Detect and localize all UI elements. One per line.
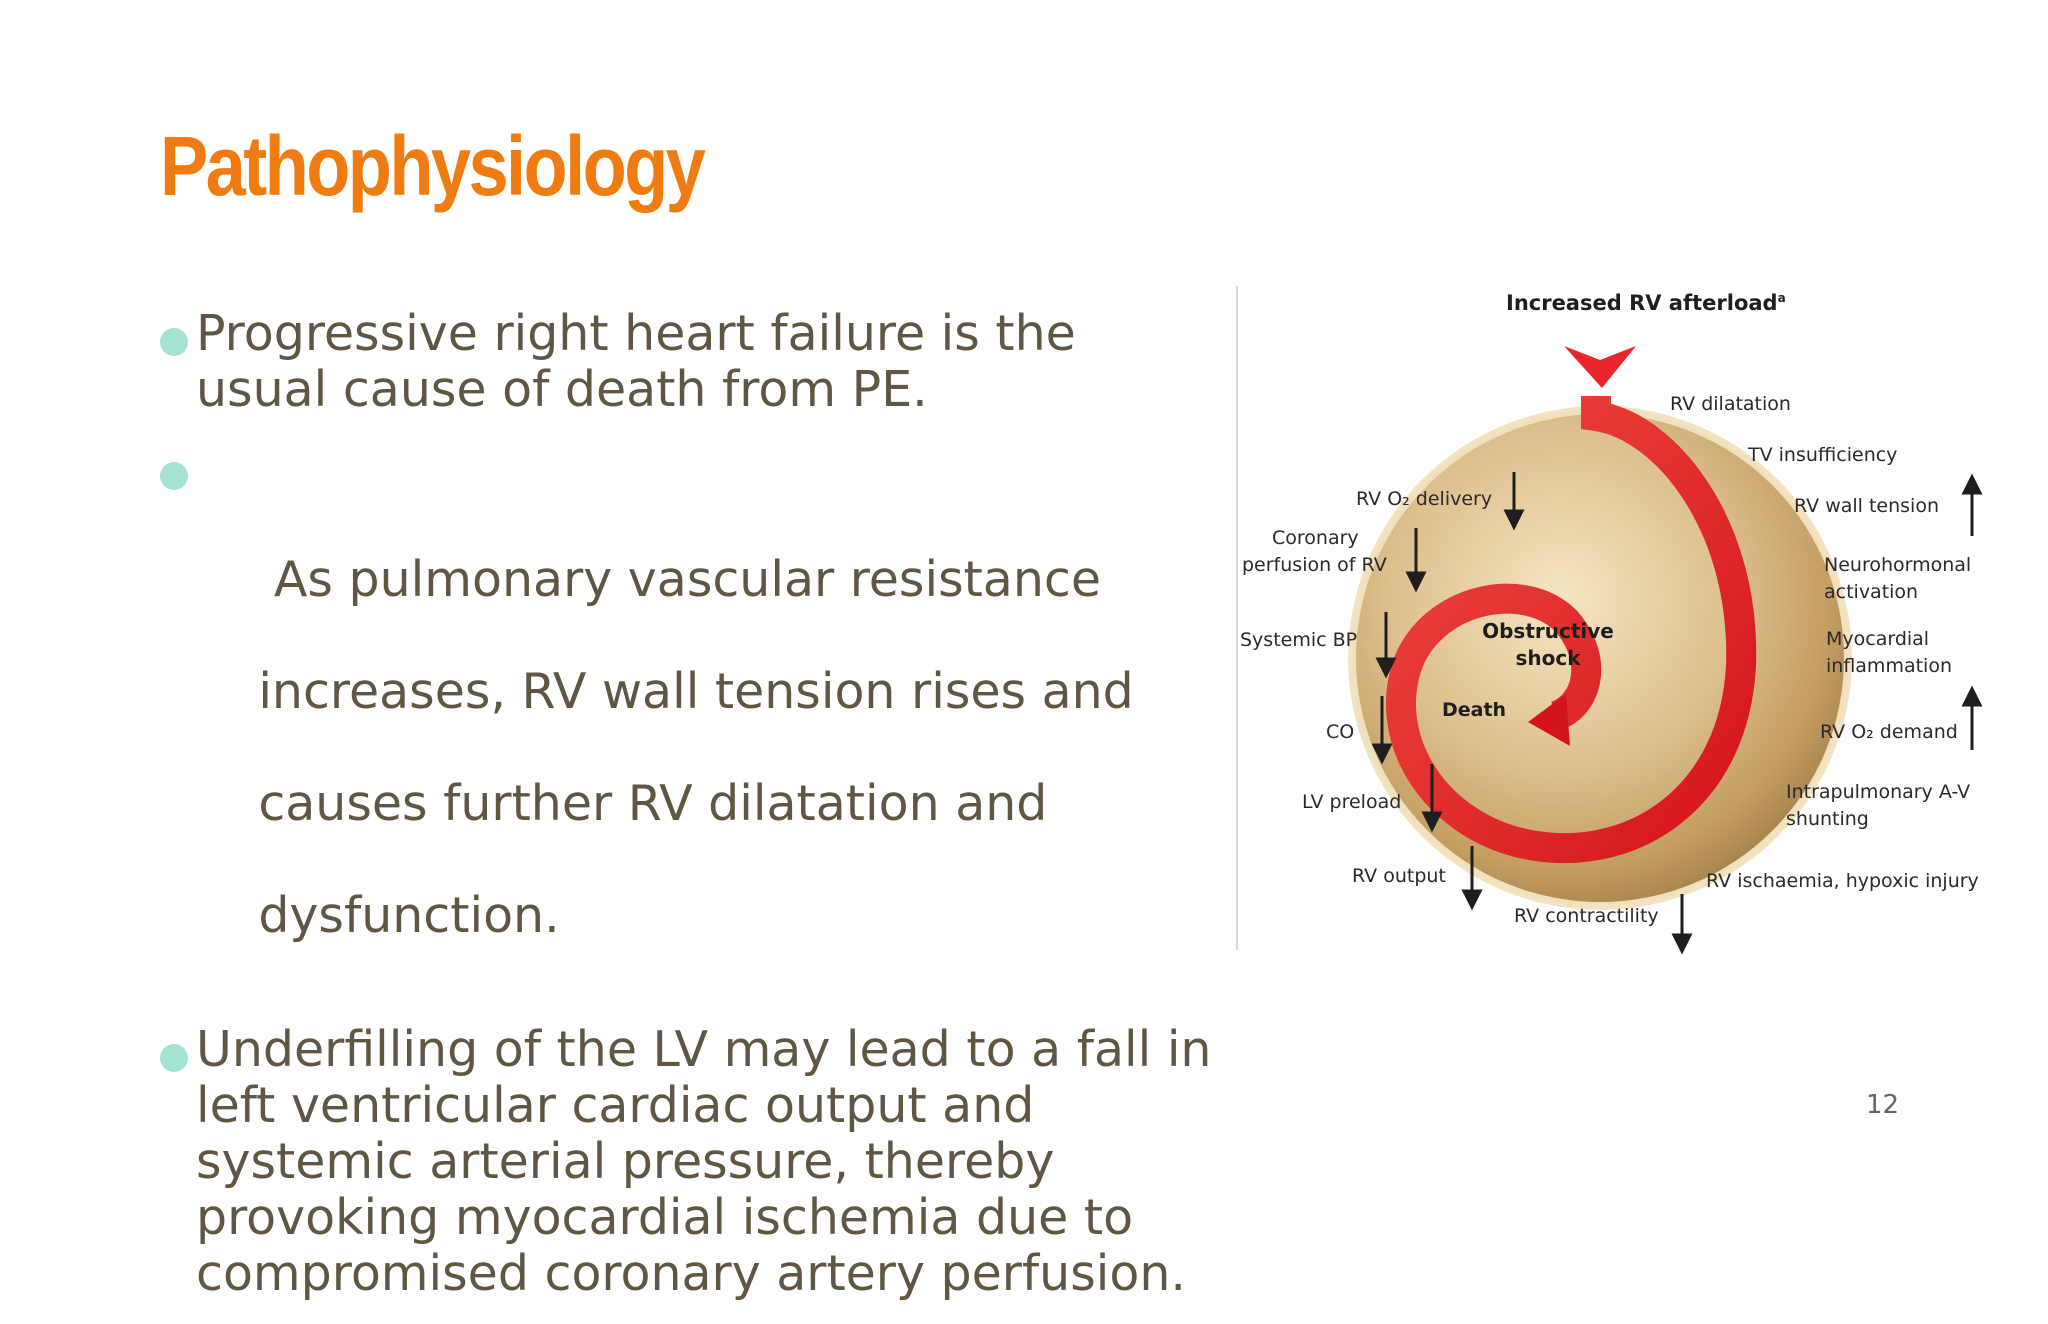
spiral-arrowhead-icon: [1528, 694, 1570, 746]
label-co: CO: [1326, 721, 1354, 743]
bullet-line: causes further RV dilatation and: [258, 775, 1048, 832]
bullet-line: As pulmonary vascular resistance: [258, 551, 1101, 608]
label-intrapulmonary-2: shunting: [1786, 808, 1869, 830]
rv-failure-spiral-diagram: Increased RV afterloada Obstructive shoc…: [1240, 291, 1983, 955]
center-label-line-1: Obstructive: [1482, 619, 1614, 643]
label-rv-o2-delivery: RV O₂ delivery: [1356, 488, 1492, 510]
label-systemic-bp: Systemic BP: [1240, 629, 1357, 651]
label-rv-ischaemia: RV ischaemia, hypoxic injury: [1706, 870, 1979, 892]
bullet-line: provoking myocardial ischemia due to: [196, 1189, 1134, 1246]
top-label-text: Increased RV afterload: [1506, 291, 1778, 315]
bullet-dot-icon: [160, 1044, 188, 1072]
bullet-line: usual cause of death from PE.: [196, 361, 928, 418]
label-rv-output: RV output: [1352, 865, 1446, 887]
label-rv-o2-demand: RV O₂ demand: [1820, 721, 1958, 743]
label-tv-insufficiency: TV insufficiency: [1747, 444, 1897, 466]
label-rv-contractility: RV contractility: [1514, 905, 1659, 927]
bullet-line: Underfilling of the LV may lead to a fal…: [196, 1021, 1212, 1078]
death-label: Death: [1442, 699, 1506, 721]
bullet-dot-icon: [160, 462, 188, 490]
bullet-line: compromised coronary artery perfusion.: [196, 1245, 1186, 1302]
label-coronary-2: perfusion of RV: [1242, 554, 1387, 576]
bullet-dot-icon: [160, 328, 188, 356]
top-label: Increased RV afterloada: [1506, 291, 1786, 315]
page-number: 12: [1866, 1090, 1900, 1120]
label-rv-dilatation: RV dilatation: [1670, 393, 1791, 415]
bullet-line: dysfunction.: [258, 887, 560, 944]
label-neurohormonal-1: Neurohormonal: [1824, 554, 1971, 576]
bullet-item: Progressive right heart failure is the u…: [160, 306, 1220, 418]
bullet-line: left ventricular cardiac output and: [196, 1077, 1035, 1134]
center-label-line-2: shock: [1515, 646, 1581, 670]
top-label-superscript: a: [1778, 291, 1786, 305]
bullet-list: Progressive right heart failure is the u…: [160, 306, 1220, 1324]
bullet-line: systemic arterial pressure, thereby: [196, 1133, 1055, 1190]
label-lv-preload: LV preload: [1302, 791, 1401, 813]
afterload-arrowhead-icon: [1564, 346, 1636, 388]
bullet-item: As pulmonary vascular resistance increas…: [160, 440, 1220, 1000]
label-coronary-1: Coronary: [1272, 527, 1359, 549]
slide-title: Pathophysiology: [160, 119, 706, 213]
bullet-item: Underfilling of the LV may lead to a fal…: [160, 1022, 1220, 1302]
label-myocardial-2: inflammation: [1826, 655, 1952, 677]
label-rv-wall-tension: RV wall tension: [1794, 495, 1939, 517]
bullet-line: Progressive right heart failure is the: [196, 305, 1076, 362]
label-neurohormonal-2: activation: [1824, 581, 1918, 603]
red-spiral: [1386, 396, 1757, 864]
vertical-divider: [1236, 286, 1238, 950]
label-myocardial-1: Myocardial: [1826, 628, 1929, 650]
bullet-line: increases, RV wall tension rises and: [258, 663, 1134, 720]
label-intrapulmonary-1: Intrapulmonary A-V: [1786, 781, 1970, 803]
